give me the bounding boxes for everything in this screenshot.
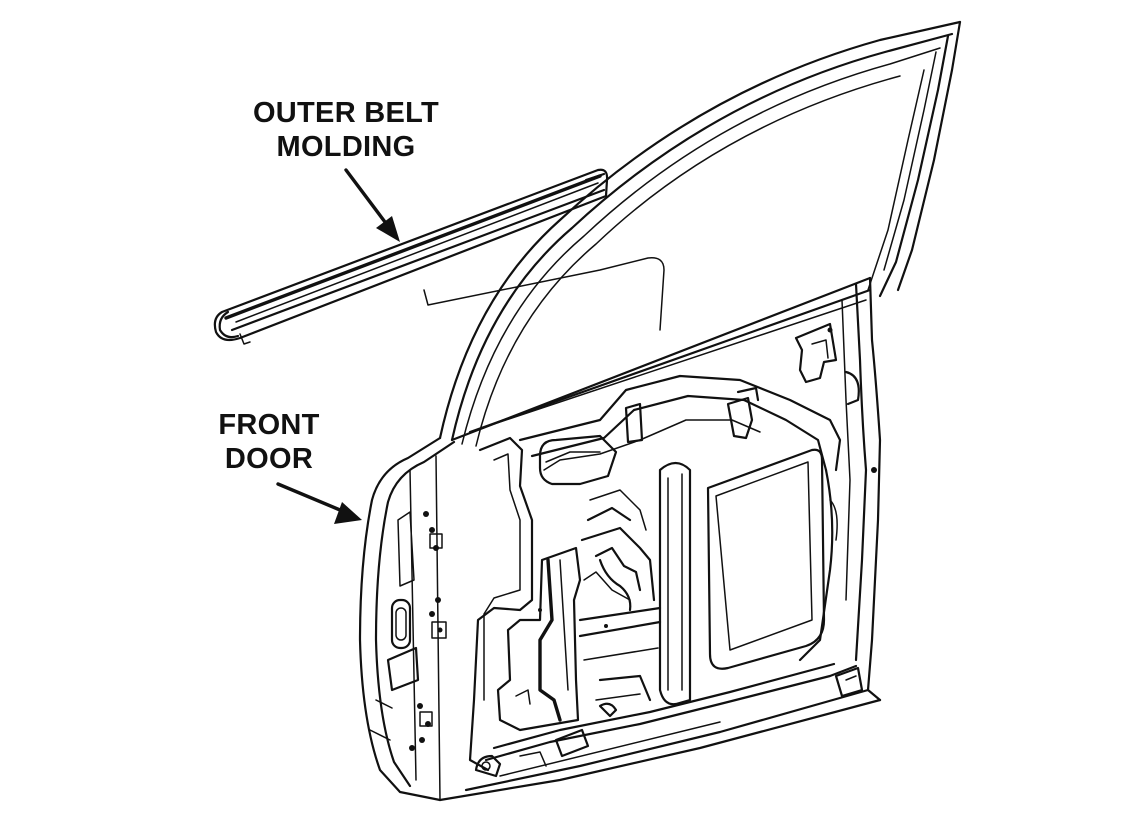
outer-belt-molding-label: OUTER BELT MOLDING [246, 96, 446, 164]
door-arrow [276, 482, 362, 524]
front-door-label: FRONT DOOR [214, 408, 324, 476]
front-door [358, 20, 962, 802]
front-door-label-line2: DOOR [224, 443, 314, 475]
molding-arrow [344, 168, 400, 242]
outer-belt-molding-label-line2: MOLDING [276, 131, 416, 163]
outer-belt-molding [213, 168, 609, 345]
front-door-label-line1: FRONT [218, 409, 320, 441]
outer-belt-molding-label-line1: OUTER BELT [252, 97, 440, 129]
